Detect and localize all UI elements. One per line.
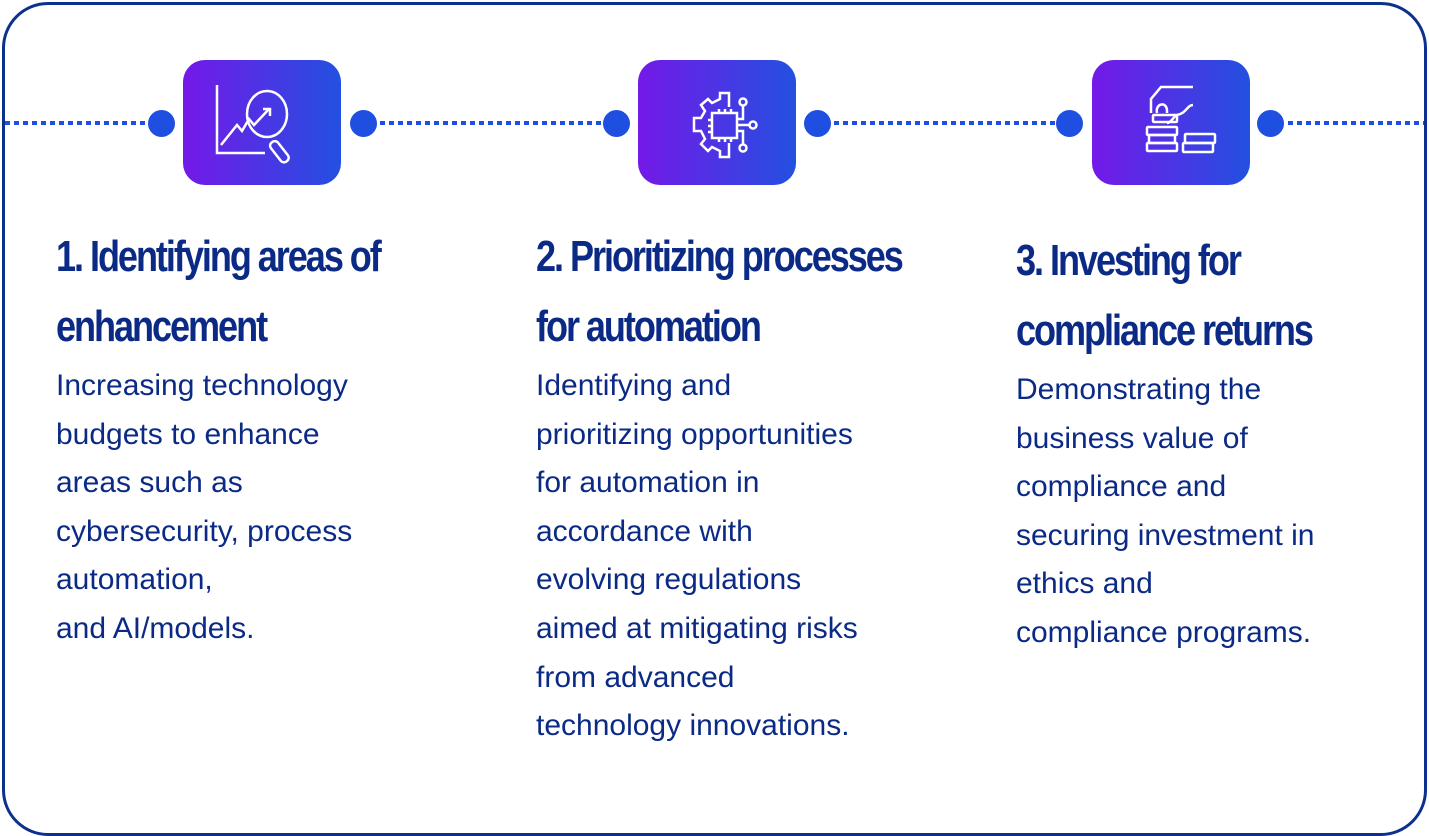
description-line: accordance with [536,514,753,548]
description-line: ethics and [1016,567,1153,601]
connector-line [1288,121,1424,125]
connector-dot [804,110,831,137]
step-1-icon-box [183,60,341,185]
description-line: business value of [1016,421,1248,455]
connector-line [380,121,602,125]
description-line: for automation in [536,466,760,500]
description-line: evolving regulations [536,563,802,597]
connector-dot [1257,110,1284,137]
description-line: Identifying and [536,369,732,402]
connector-dot [1056,110,1083,137]
description-line: and AI/models. [56,611,255,645]
step-1-description: Increasing technology budgets to enhance… [56,362,451,654]
description-line: automation, [56,563,213,597]
description-line: compliance programs. [1016,615,1312,649]
step-3-heading-line-2: compliance returns [1016,306,1314,355]
description-line: technology innovations. [536,709,850,743]
step-3-icon-box [1092,60,1250,185]
description-line: Demonstrating the [1016,373,1262,406]
step-2-icon-box [638,60,796,185]
description-line: from advanced [536,660,735,694]
description-line: cybersecurity, process [56,514,353,548]
hand-coins-icon [1145,85,1217,153]
description-line: aimed at mitigating risks [536,611,858,645]
description-line: securing investment in [1016,518,1315,552]
connector-dot [350,110,377,137]
connector-dot [148,110,175,137]
gear-chip-icon [692,91,758,158]
step-1-heading-line-1: 1. Identifying areas of [56,232,382,281]
chart-magnifier-icon [215,84,290,164]
step-2-heading-line-2: for automation [536,302,762,351]
step-3-heading-line-1: 3. Investing for [1016,236,1242,285]
step-1: 1. Identifying areas of enhancement Incr… [56,222,451,654]
description-line: areas such as [56,466,243,500]
description-line: Increasing technology [56,369,348,402]
description-line: prioritizing opportunities [536,417,853,451]
description-line: budgets to enhance [56,417,320,451]
step-3-description: Demonstrating the business value of comp… [1016,366,1377,658]
connector-dot [603,110,630,137]
step-2: 2. Prioritizing processes for automation… [536,222,982,751]
description-line: compliance and [1016,470,1227,504]
connector-line [5,121,147,125]
step-2-description: Identifying and prioritizing opportuniti… [536,362,982,751]
step-2-heading-line-1: 2. Prioritizing processes [536,232,904,281]
step-1-heading-line-2: enhancement [56,302,268,351]
connector-line [834,121,1056,125]
step-3: 3. Investing for compliance returns Demo… [1016,226,1377,658]
